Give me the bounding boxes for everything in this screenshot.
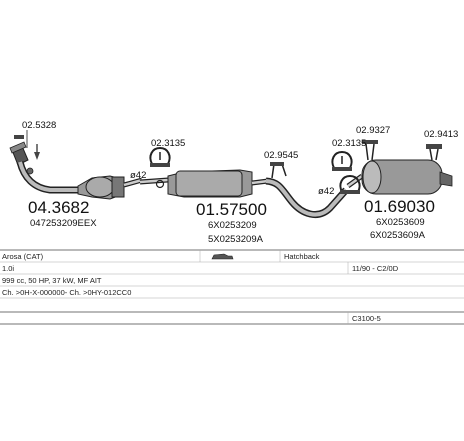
part1-clamp-number: 02.5328: [22, 120, 56, 131]
hanger-icon: [362, 140, 378, 161]
part4-number[interactable]: 01.69030: [364, 197, 435, 216]
part3-diameter: ø42: [318, 186, 334, 197]
part4-oem1: 6X0253609: [376, 217, 425, 228]
engine: 1.0i: [2, 264, 14, 273]
catalogue-code: C3100-5: [352, 314, 381, 323]
engine-spec: 999 cc, 50 HP, 37 kW, MF AIT: [2, 276, 102, 285]
hanger-icon: [270, 162, 287, 179]
clamp-icon: [331, 150, 353, 171]
clamp-icon: [149, 146, 171, 167]
body-type: Hatchback: [284, 252, 320, 261]
part1-number[interactable]: 04.3682: [28, 198, 89, 217]
part2-oem1: 6X0253209: [208, 220, 257, 231]
part2-number[interactable]: 01.57500: [196, 200, 267, 219]
part4-oem2: 6X0253609A: [370, 230, 426, 241]
rear-silencer: [346, 159, 453, 195]
front-pipe-catalyst: [9, 141, 143, 200]
vehicle-model: Arosa (CAT): [2, 252, 44, 261]
application-table: [0, 249, 464, 325]
clamp-icon: [14, 130, 40, 160]
hanger-icon: [426, 144, 442, 161]
middle-silencer: [139, 169, 269, 198]
part4-clamp1-number: 02.3135: [332, 138, 366, 149]
part1-diameter: ø42: [130, 170, 146, 181]
production-years: 11/90 - C2/0D: [352, 264, 399, 273]
part2-oem2: 5X0253209A: [208, 234, 264, 245]
part1-oem: 047253209EEX: [30, 218, 97, 229]
part2-clamp-number: 02.3135: [151, 138, 185, 149]
intermediate-pipe: [265, 177, 349, 219]
car-icon: [211, 253, 234, 260]
part4-clamp2-number: 02.9327: [356, 125, 390, 136]
clamp-icon: [339, 174, 361, 194]
chassis-range: Ch. >0H-X-000000- Ch. >0HY-012CC0: [2, 288, 131, 297]
part3-hanger-number: 02.9545: [264, 150, 298, 161]
part4-hanger-number: 02.9413: [424, 129, 458, 140]
